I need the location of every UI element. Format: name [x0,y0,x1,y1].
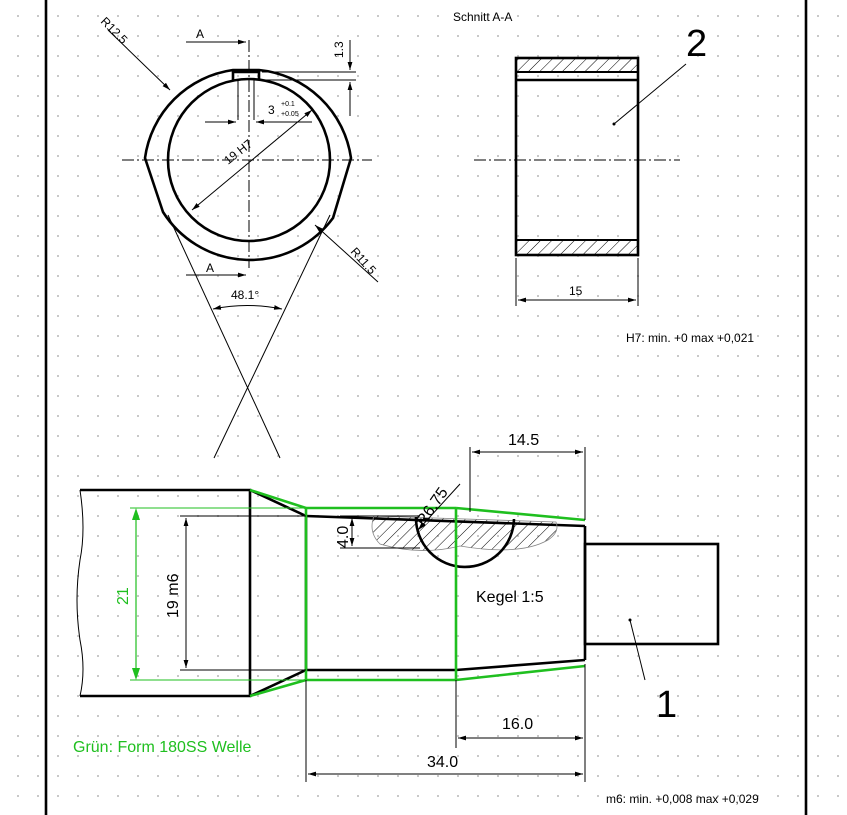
tolerance-m6: m6: min. +0,008 max +0,029 [606,792,759,806]
shaft-break-line [76,489,84,697]
hatch-bottom [515,239,639,256]
key-depth-label: 1.3 [332,41,346,58]
section-mark-bottom: A [206,261,214,275]
taper-label: Kegel 1:5 [476,589,544,606]
hatch-top [515,57,639,73]
ring-outer-contour [143,68,353,262]
dim-14-5-label: 14.5 [508,432,539,449]
section-view: 15 2 [474,23,707,306]
keyway-cut-hatch [371,515,558,551]
keyway-cut [414,516,516,569]
part1-label: 1 [656,684,677,726]
green-legend: Grün: Form 180SS Welle [73,739,252,756]
key-tol-upper: +0.1 [281,101,295,108]
shaft-view: 21 19 m6 4.0 R6.75 14.5 Kegel 1:5 1 16.0 [73,432,720,782]
bore-dim-label: 19 H7 [221,136,255,167]
section-mark-top: A [196,27,204,41]
dim-34-label: 34.0 [427,754,458,771]
shaft-end [583,542,720,646]
part2-body [514,56,640,257]
angle-label: 48.1° [231,288,259,302]
keyway [231,70,261,80]
radius-outer-label: R12.5 [98,14,131,47]
key-width-label: 3 [268,103,275,117]
part2-label: 2 [686,23,707,65]
top-view: A A R12.5 R11.5 1.3 3 +0.1 +0.05 19 H7 4… [98,14,379,459]
dia-19-label: 19 m6 [165,573,182,618]
angle-line-right [213,214,331,459]
tolerance-h7: H7: min. +0 max +0,021 [626,331,754,345]
section-title: Schnitt A-A [453,10,512,24]
dim-16-label: 16.0 [502,716,533,733]
radius-inner-label: R11.5 [348,245,379,278]
angle-line-left [167,214,281,459]
green-form-overlay [130,488,586,698]
depth-label: 4.0 [335,526,352,548]
dia-21-label: 21 [115,587,132,605]
shaft-base [80,488,252,698]
part2-width-label: 15 [569,284,583,298]
key-tol-lower: +0.05 [281,111,299,118]
